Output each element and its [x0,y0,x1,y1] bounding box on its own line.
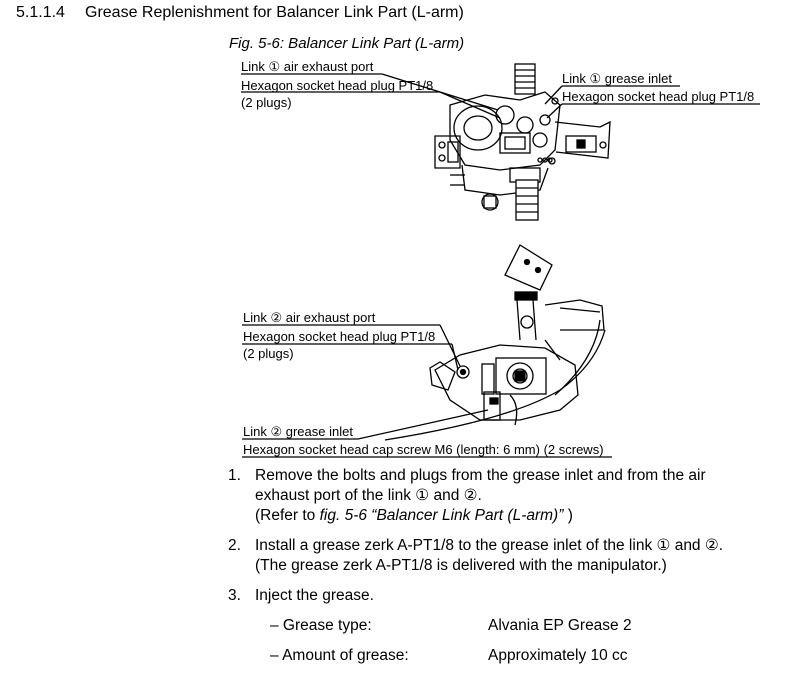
step-number: 2. [228,537,241,554]
figure-caption: Fig. 5-6: Balancer Link Part (L-arm) [229,35,465,52]
step-number: 1. [228,467,241,484]
reference-suffix: ) [567,507,573,524]
step-text: Remove the bolts and plugs from the grea… [255,467,706,484]
grease-amount-row: – Amount of grease: Approximately 10 cc [228,646,788,666]
reference-prefix: (Refer to [255,507,320,524]
step-text: Install a grease zerk A-PT1/8 to the gre… [255,537,724,554]
grease-type-row: – Grease type: Alvania EP Grease 2 [228,616,788,636]
step-reference: (Refer to fig. 5-6 “Balancer Link Part (… [255,506,788,526]
step-number: 3. [228,587,241,604]
label-plug-left-1: Hexagon socket head plug PT1/8 [241,78,434,93]
label-link1-grease-inlet: Link ① grease inlet [562,71,672,86]
label-link1-air-exhaust: Link ① air exhaust port [241,59,374,74]
spec-value: Approximately 10 cc [488,647,628,664]
step-3: 3. Inject the grease. [228,586,788,606]
label-link2-air-exhaust: Link ② air exhaust port [243,310,376,325]
step-2: 2. Install a grease zerk A-PT1/8 to the … [228,536,788,576]
label-plug-1: Hexagon socket head plug PT1/8 [243,329,436,344]
spec-key: – Amount of grease: [270,647,409,664]
step-1: 1. Remove the bolts and plugs from the g… [228,466,788,526]
label-plug-right: Hexagon socket head plug PT1/8 [562,89,755,104]
spec-value: Alvania EP Grease 2 [488,617,632,634]
step-text: (The grease zerk A-PT1/8 is delivered wi… [255,557,667,574]
instruction-steps: 1. Remove the bolts and plugs from the g… [228,466,788,676]
step-text: exhaust port of the link ① and ②. [255,487,482,504]
label-plug-left-2: (2 plugs) [241,95,292,110]
step-text: Inject the grease. [255,587,374,604]
label-plug-2: (2 plugs) [243,346,294,361]
figure-reference-link[interactable]: fig. 5-6 “Balancer Link Part (L-arm)” [319,507,568,524]
section-number: 5.1.1.4 [16,4,65,21]
spec-key: – Grease type: [270,617,372,634]
label-cap-screw: Hexagon socket head cap screw M6 (length… [243,442,604,457]
label-link2-grease-inlet: Link ② grease inlet [243,424,353,439]
section-title: Grease Replenishment for Balancer Link P… [85,4,464,21]
